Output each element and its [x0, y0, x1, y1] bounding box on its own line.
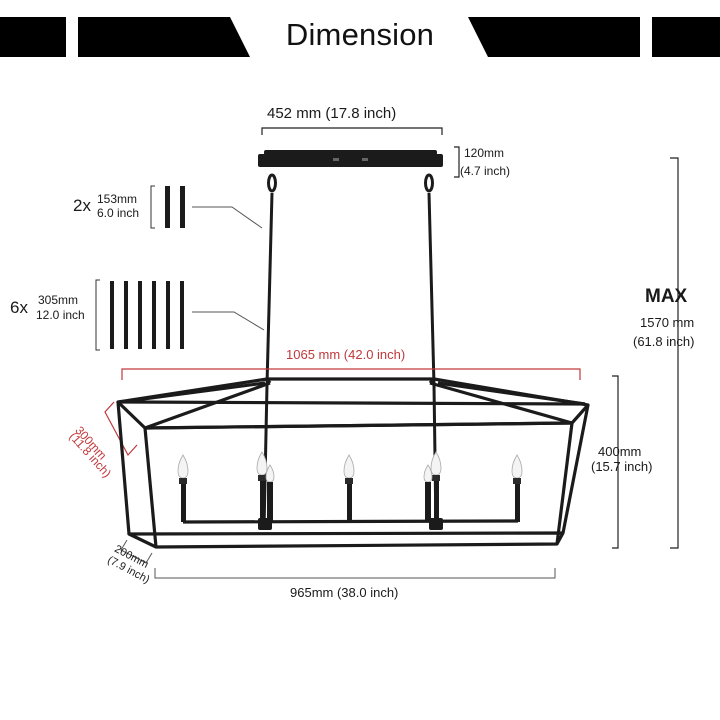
fixture-height-mm: 400mm — [598, 444, 642, 459]
short-rod-in: 6.0 inch — [97, 206, 140, 220]
candle — [177, 454, 189, 522]
bottom-width-line — [154, 568, 556, 579]
canopy-height-mm: 120mm — [464, 146, 505, 160]
max-height-mm: 1570 mm — [640, 315, 695, 330]
candles — [177, 451, 523, 522]
rod-icons-long — [95, 279, 184, 351]
candle — [511, 454, 523, 522]
page-title: Dimension — [285, 17, 435, 52]
top-width-label: 1065 mm (42.0 inch) — [286, 347, 406, 362]
candle — [256, 451, 275, 522]
candle — [343, 454, 355, 522]
long-rod-mm: 305mm — [38, 293, 79, 307]
bottom-depth-line — [120, 539, 153, 564]
fixture-height-in: (15.7 inch) — [591, 459, 653, 474]
arm-joints — [258, 518, 443, 530]
fixture-height-line — [612, 375, 619, 549]
canopy — [258, 150, 443, 167]
canopy-hooks — [267, 173, 434, 193]
leader-lines — [192, 206, 265, 331]
rod-icons-short — [150, 185, 185, 229]
bottom-width-label: 965mm (38.0 inch) — [290, 585, 399, 600]
canopy-height-line — [454, 146, 460, 178]
short-rod-count: 2x — [73, 196, 91, 215]
header-banner — [0, 17, 720, 57]
lantern-frame — [116, 377, 590, 549]
long-rod-count: 6x — [10, 298, 28, 317]
canopy-height-in: (4.7 inch) — [460, 164, 511, 178]
max-label: MAX — [645, 286, 688, 307]
max-height-line — [670, 157, 679, 549]
top-width-line — [121, 368, 581, 380]
canopy-width-line — [261, 127, 443, 135]
max-height-in: (61.8 inch) — [633, 334, 695, 349]
top-depth-line — [104, 401, 138, 457]
canopy-width-label: 452 mm (17.8 inch) — [267, 105, 397, 122]
short-rod-mm: 153mm — [97, 192, 138, 206]
candle — [423, 451, 442, 522]
long-rod-in: 12.0 inch — [36, 308, 85, 322]
